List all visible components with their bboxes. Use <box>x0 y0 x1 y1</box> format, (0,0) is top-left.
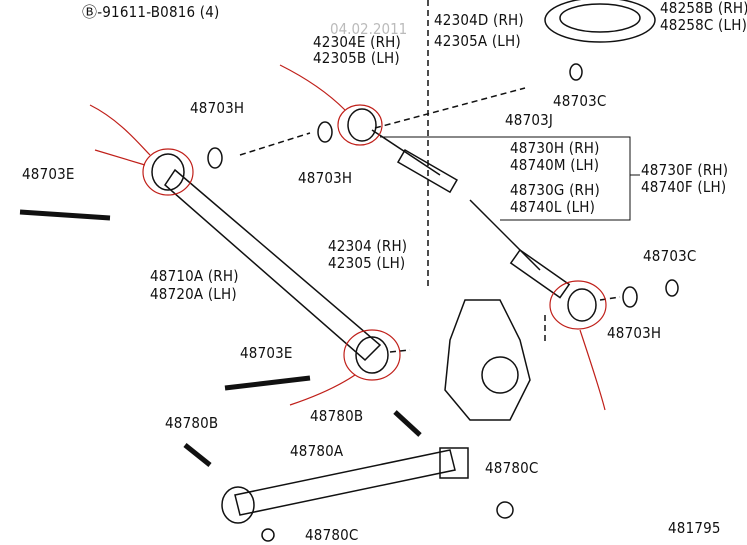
label-42304E: 42304E (RH) <box>313 33 401 51</box>
date-stamp: 04.02.2011 <box>330 20 408 38</box>
toe-arm <box>347 108 597 322</box>
label-48703H-right: 48703H <box>607 324 662 342</box>
label-48703C-top: 48703C <box>553 92 607 110</box>
label-48730H: 48730H (RH) <box>510 139 600 157</box>
label-48703E-a: 48703E <box>22 165 75 183</box>
label-48780B-b: 48780B <box>165 414 219 432</box>
knuckle <box>444 299 531 421</box>
label-42305B: 42305B (LH) <box>313 49 400 67</box>
upper-arm <box>151 153 389 374</box>
label-42305A: 42305A (LH) <box>434 32 521 50</box>
label-48258C: 48258C (LH) <box>660 16 747 34</box>
label-48710A: 48710A (RH) <box>150 267 239 285</box>
label-48740L: 48740L (LH) <box>510 198 596 216</box>
label-42304D: 42304D (RH) <box>434 11 524 29</box>
label-48703C-right: 48703C <box>643 247 697 265</box>
label-48740F: 48740F (LH) <box>641 178 727 196</box>
label-42304: 42304 (RH) <box>328 237 408 255</box>
label-48703H-a: 48703H <box>190 99 245 117</box>
red-annotations <box>89 64 607 411</box>
lower-arm <box>221 447 469 524</box>
label-48780A: 48780A <box>290 442 344 460</box>
label-48730F: 48730F (RH) <box>641 161 729 179</box>
label-48703H-b: 48703H <box>298 169 353 187</box>
label-48703E-b: 48703E <box>240 344 293 362</box>
bolts <box>19 209 422 467</box>
label-48258B: 48258B (RH) <box>660 0 747 17</box>
label-42305: 42305 (LH) <box>328 254 406 272</box>
label-48780C-b: 48780C <box>305 526 359 544</box>
figure-number: 481795 <box>668 519 721 537</box>
bracket-lines <box>380 136 640 221</box>
bolt-note: Ⓑ-91611-B0816 (4) <box>82 3 220 21</box>
label-48730G: 48730G (RH) <box>510 181 600 199</box>
spring-seat <box>544 0 656 43</box>
label-48720A: 48720A (LH) <box>150 285 237 303</box>
label-48780B-a: 48780B <box>310 407 364 425</box>
washers <box>207 63 679 542</box>
label-48780C-a: 48780C <box>485 459 539 477</box>
label-48740M: 48740M (LH) <box>510 156 600 174</box>
label-48703J: 48703J <box>505 111 554 129</box>
